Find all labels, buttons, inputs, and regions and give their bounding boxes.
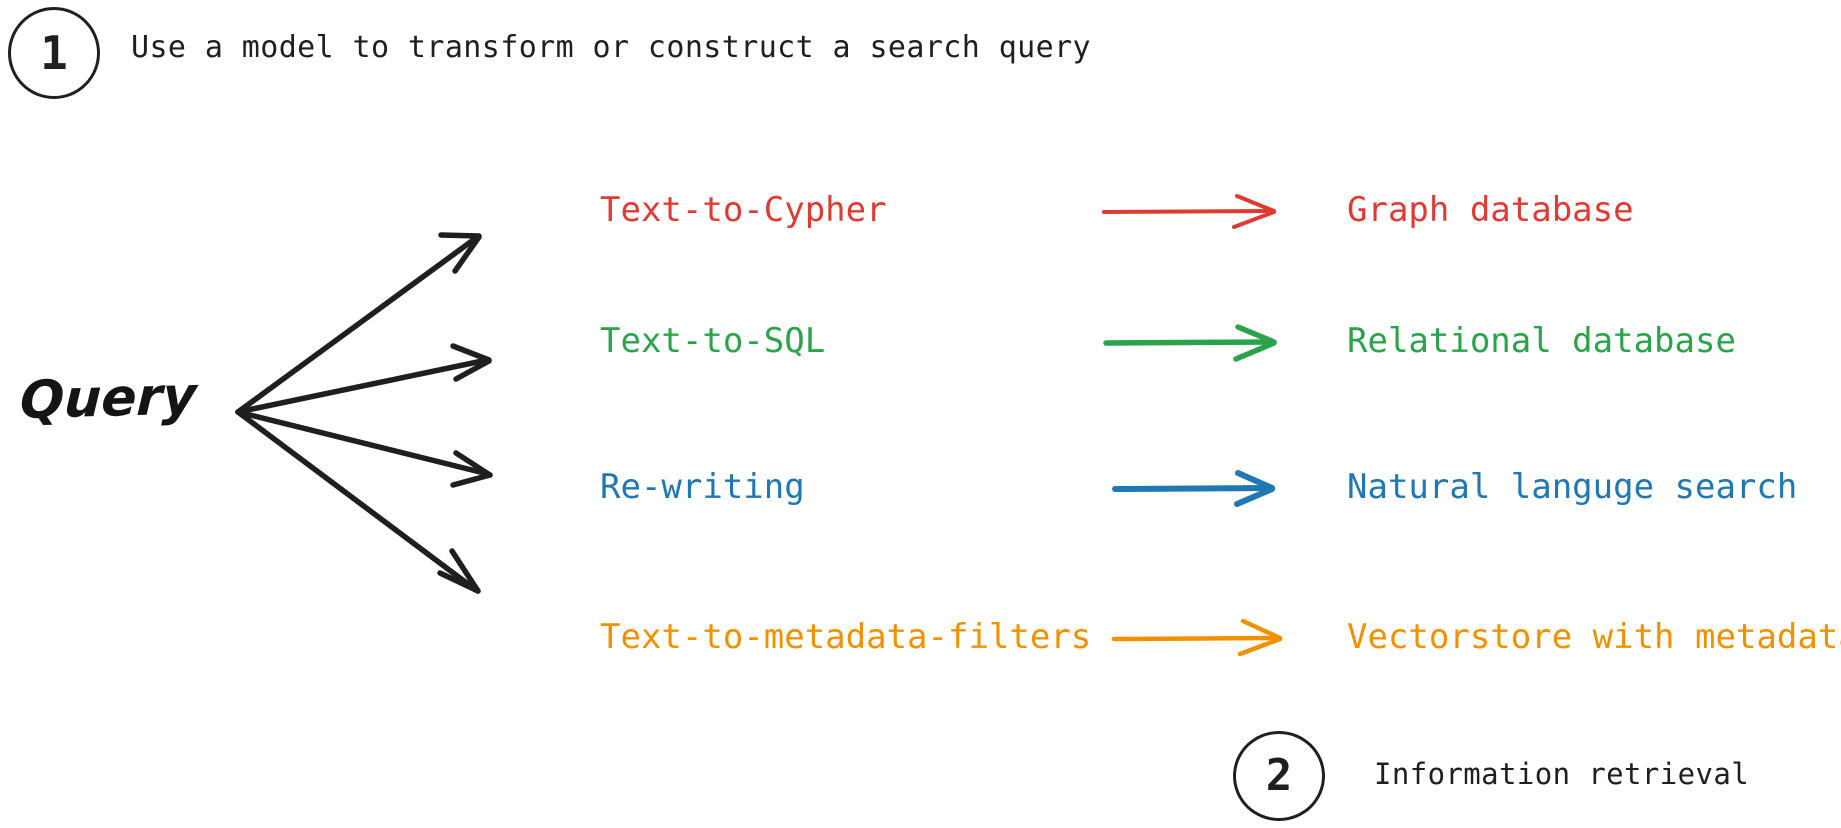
step-badge-1: 1 [8, 7, 100, 99]
step-2-caption: Information retrieval [1374, 757, 1750, 791]
fan-branch-3 [235, 409, 493, 488]
method-label-re-writing: Re-writing [600, 467, 805, 507]
step-1-caption: Use a model to transform or construct a … [131, 30, 1091, 65]
step-badge-2: 2 [1233, 731, 1325, 821]
fan-branch-4 [235, 409, 481, 594]
step-badge-1-number: 1 [40, 26, 68, 80]
arrow-row-1 [1102, 194, 1276, 229]
arrow-row-3 [1112, 470, 1275, 507]
arrow-row-2 [1103, 324, 1277, 362]
query-source-label: Query [18, 366, 198, 431]
target-label-relational-database: Relational database [1347, 321, 1736, 361]
fan-branch-2 [235, 343, 492, 415]
step-badge-2-number: 2 [1265, 750, 1293, 801]
target-label-vectorstore-with-metadata: Vectorstore with metadata [1347, 617, 1841, 657]
target-label-graph-database: Graph database [1347, 190, 1634, 230]
arrow-row-4 [1111, 618, 1283, 657]
fan-branch-1 [235, 232, 482, 415]
method-label-text-to-sql: Text-to-SQL [600, 321, 826, 361]
method-label-text-to-metadata-filters: Text-to-metadata-filters [600, 617, 1092, 657]
target-label-natural-language-search: Natural languge search [1347, 467, 1798, 507]
method-label-text-to-cypher: Text-to-Cypher [600, 190, 887, 230]
